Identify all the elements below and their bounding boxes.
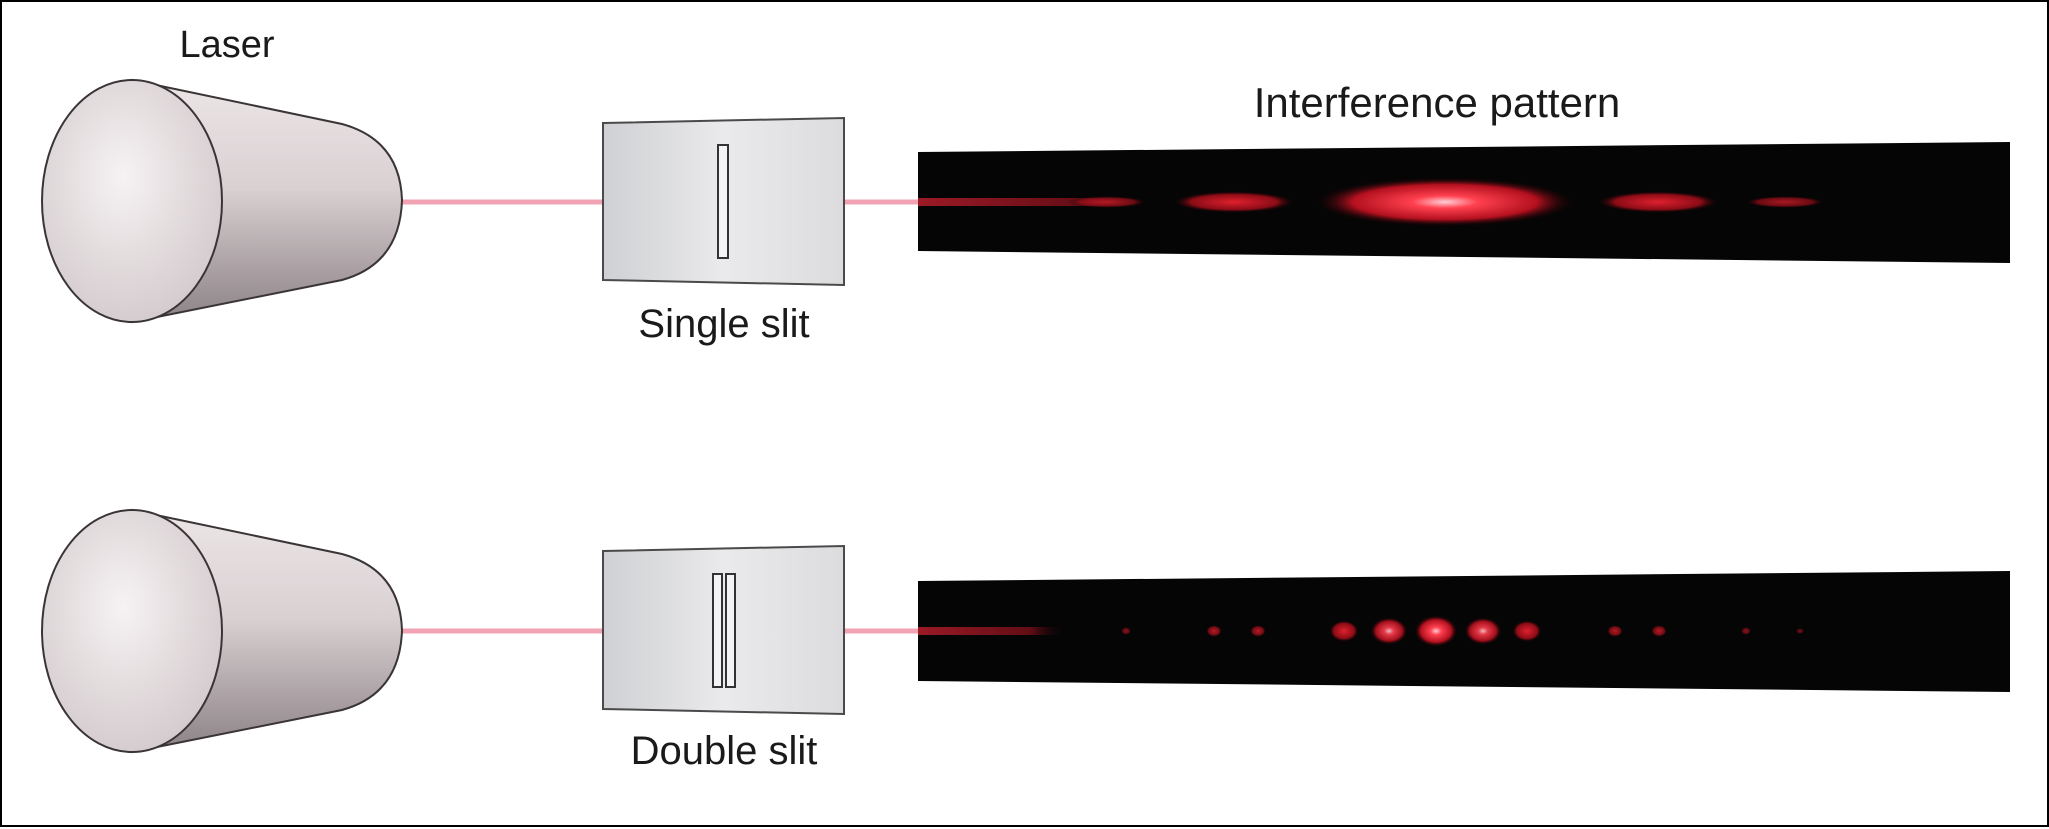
fringe-central	[1414, 615, 1458, 647]
fringe	[1329, 620, 1359, 642]
fringe	[1512, 620, 1542, 642]
slit	[712, 573, 723, 688]
slit	[717, 144, 729, 259]
laser-label: Laser	[179, 24, 274, 66]
fringe	[1651, 625, 1667, 637]
fringe	[1370, 617, 1408, 645]
fringe	[1067, 196, 1147, 208]
fringe	[1250, 625, 1266, 637]
fringe	[1741, 627, 1751, 635]
fringe	[1464, 617, 1502, 645]
single-slit-plate	[602, 116, 845, 287]
interference-screen-single	[918, 142, 2010, 263]
double-slit-label: Double slit	[631, 729, 818, 773]
fringe	[1796, 628, 1804, 634]
laser-bottom	[41, 508, 404, 754]
slit	[725, 573, 736, 688]
interference-screen-double	[918, 571, 2010, 692]
fringe-central	[1313, 177, 1577, 227]
fringe	[1596, 191, 1720, 213]
fringe	[1607, 625, 1623, 637]
fringe	[1745, 196, 1825, 208]
fringe	[1172, 191, 1296, 213]
fringe	[1121, 627, 1131, 635]
laser-top	[41, 78, 404, 324]
interference-pattern-label: Interference pattern	[1254, 79, 1621, 126]
single-slit-label: Single slit	[638, 302, 809, 346]
fringe	[1206, 625, 1222, 637]
double-slit-plate	[602, 544, 845, 716]
